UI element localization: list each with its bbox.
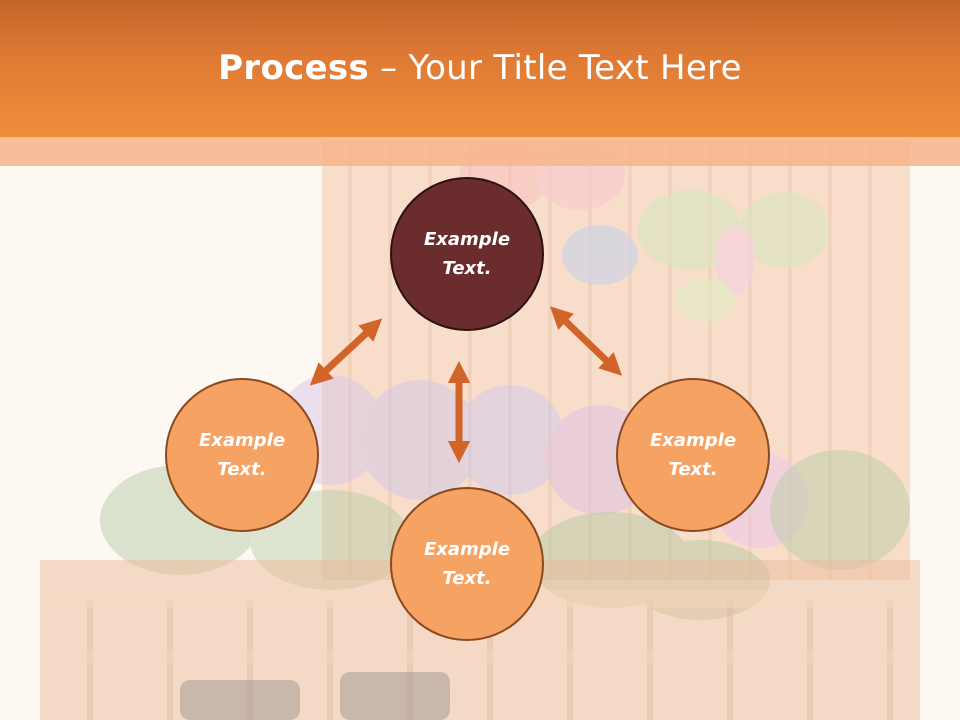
- title-bar: Process – Your Title Text Here: [0, 0, 960, 137]
- node-top-text: Example Text.: [423, 229, 511, 279]
- title-bold: Process: [218, 47, 370, 88]
- node-top: Example Text.: [390, 177, 544, 331]
- title-rest: – Your Title Text Here: [369, 47, 742, 88]
- slide-title: Process – Your Title Text Here: [218, 48, 742, 88]
- node-bottom: Example Text.: [390, 487, 544, 641]
- title-accent-band: [0, 137, 960, 166]
- node-right-text: Example Text.: [649, 430, 737, 480]
- arrow-top-left: [309, 318, 383, 386]
- node-right: Example Text.: [616, 378, 770, 532]
- arrow-top-right: [549, 306, 623, 376]
- node-left-text: Example Text.: [198, 430, 286, 480]
- node-left: Example Text.: [165, 378, 319, 532]
- node-bottom-text: Example Text.: [423, 539, 511, 589]
